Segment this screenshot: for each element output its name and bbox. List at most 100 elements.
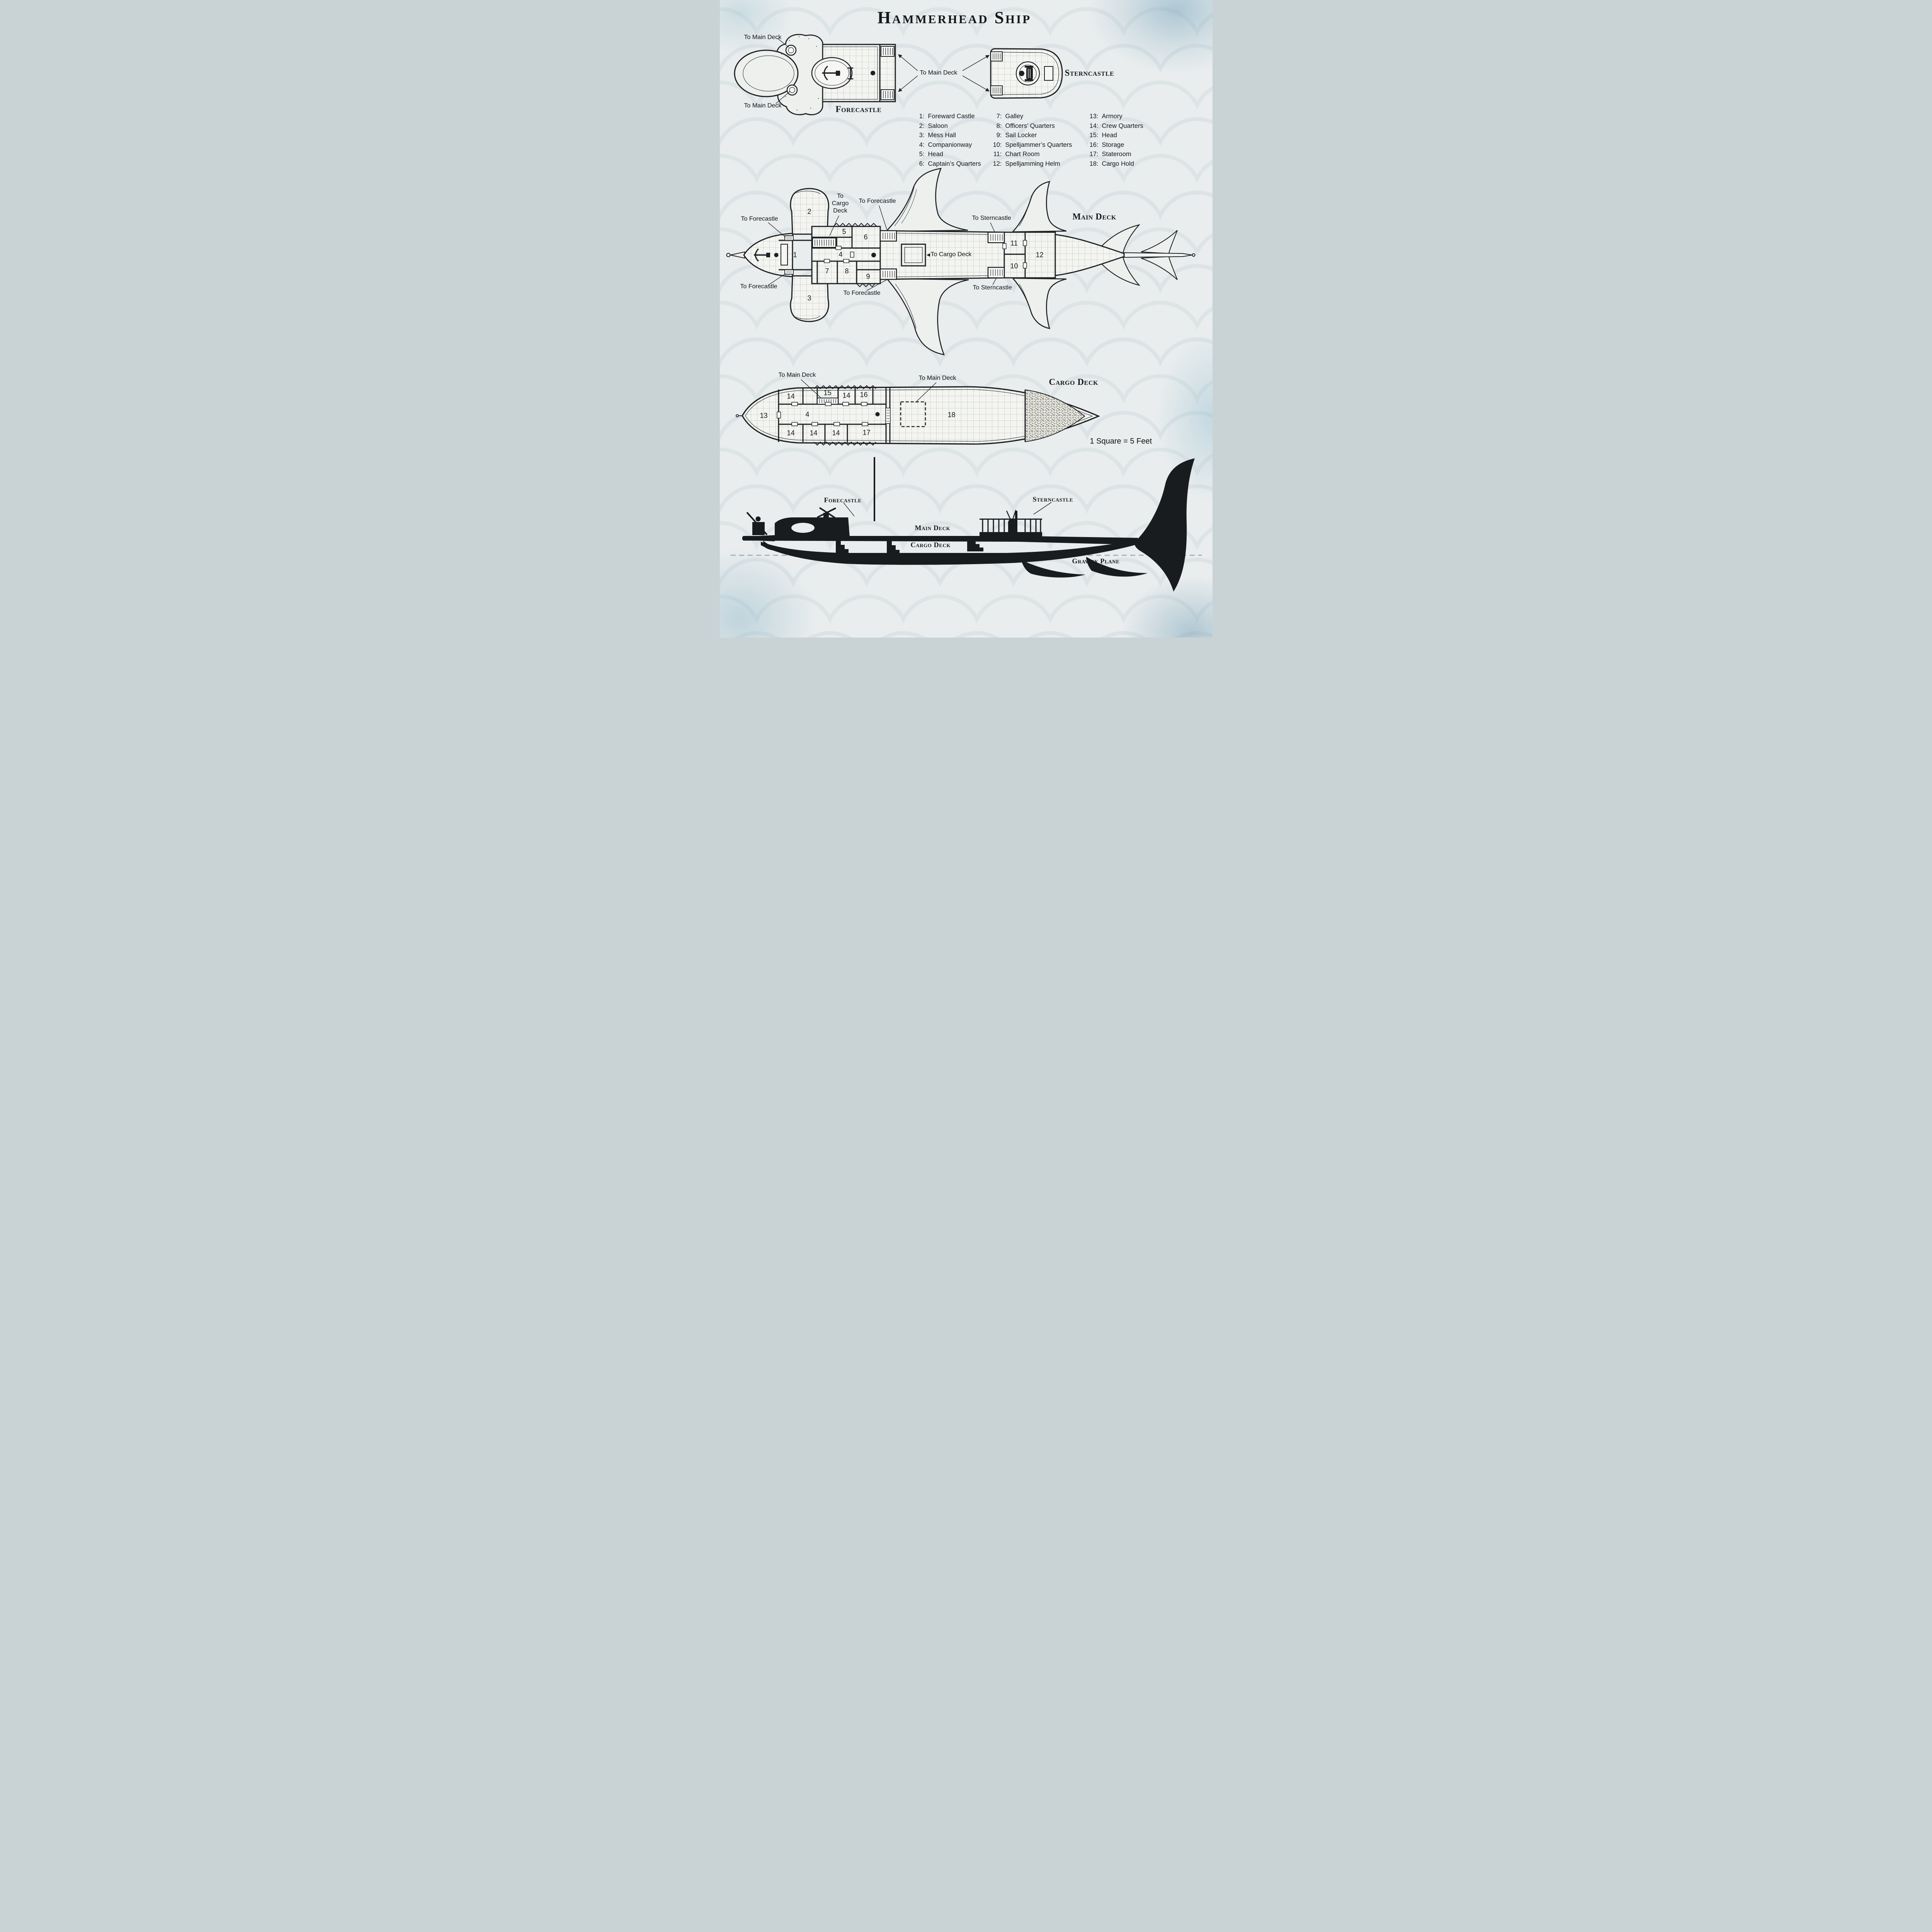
sterncastle-topview xyxy=(990,48,1063,99)
legend-item-label: Stateroom xyxy=(1102,151,1131,158)
link-label-to-main-deck: To Main Deck xyxy=(744,34,782,41)
room-number: 6 xyxy=(864,233,868,241)
forecastle-topview xyxy=(734,34,896,116)
door-markers xyxy=(823,240,1027,269)
main-deck-walls xyxy=(778,226,1026,284)
profile-label-forecastle: Forecastle xyxy=(824,496,862,504)
ship-side-profile xyxy=(742,457,1195,592)
legend-item-label: Sail Locker xyxy=(1005,132,1037,139)
legend-item-number: 11: xyxy=(993,151,1002,158)
hammerhead-hull-blob xyxy=(734,34,823,116)
legend-item-label: Captain’s Quarters xyxy=(928,160,981,167)
legend-item-label: Head xyxy=(928,151,943,158)
room-number: 14 xyxy=(810,429,818,437)
map-scale-note: 1 Square = 5 Feet xyxy=(1090,437,1152,446)
legend-item-number: 9: xyxy=(996,132,1002,139)
legend-item-label: Spelljammer’s Quarters xyxy=(1005,141,1072,148)
link-label-to-cargo-deck: To Cargo Deck xyxy=(832,193,849,214)
ladder-hatch-icon xyxy=(784,230,1005,280)
deck-hatch-icon xyxy=(785,44,798,96)
legend-item-label: Storage xyxy=(1102,141,1124,148)
legend-item-label: Armory xyxy=(1102,113,1122,120)
legend-item-number: 16: xyxy=(1089,141,1099,148)
profile-label-cargo-deck: Cargo Deck xyxy=(910,541,951,549)
profile-label-sterncastle: Sterncastle xyxy=(1032,495,1073,503)
legend-item-label: Officers’ Quarters xyxy=(1005,122,1055,129)
legend-item-label: Cargo Hold xyxy=(1102,160,1134,167)
legend-column-2: 7:Galley 8:Officers’ Quarters 9:Sail Loc… xyxy=(990,113,1087,168)
link-label-to-forecastle: To Forecastle xyxy=(843,290,881,296)
link-label-to-forecastle: To Forecastle xyxy=(859,198,896,204)
deck-structure xyxy=(780,244,788,265)
legend-item: 5:Head xyxy=(913,151,990,158)
legend-item-label: Chart Room xyxy=(1005,151,1040,158)
legend-item: 11:Chart Room xyxy=(990,151,1087,158)
cargo-deck-plan xyxy=(735,379,1100,446)
link-label-to-cargo-deck: To Cargo Deck xyxy=(930,251,972,258)
label-pointer-line xyxy=(1033,502,1051,515)
capstan-dot xyxy=(871,253,876,257)
deck-label-sterncastle: Sterncastle xyxy=(1065,68,1114,78)
capstan-dot xyxy=(774,253,778,257)
cargo-hull-band xyxy=(760,539,1144,565)
tail-silhouette xyxy=(1134,458,1195,592)
legend-item-number: 12: xyxy=(993,160,1002,167)
dashed-hatch-outline xyxy=(900,401,926,427)
room-number: 3 xyxy=(807,294,811,302)
helm-chair-icon xyxy=(1019,66,1033,81)
room-number: 10 xyxy=(1010,262,1018,270)
legend-item-number: 13: xyxy=(1089,113,1099,120)
legend-item-number: 14: xyxy=(1089,122,1099,129)
legend-item: 8:Officers’ Quarters xyxy=(990,122,1087,130)
dorsal-fins xyxy=(884,168,1066,233)
legend-item: 14:Crew Quarters xyxy=(1087,122,1143,130)
mast xyxy=(873,457,875,521)
room-number: 9 xyxy=(866,272,870,281)
link-label-to-forecastle: To Forecastle xyxy=(740,283,777,290)
room-number: 14 xyxy=(832,429,840,437)
legend-item-number: 4: xyxy=(919,141,925,148)
legend-item-label: Mess Hall xyxy=(928,132,956,139)
legend-item-label: Crew Quarters xyxy=(1102,122,1143,129)
link-label-to-sterncastle: To Sterncastle xyxy=(972,215,1011,221)
room-number: 4 xyxy=(838,250,843,259)
legend-column-1: 1:Foreward Castle 2:Saloon 3:Mess Hall 4… xyxy=(913,113,990,168)
legend-item-number: 5: xyxy=(919,151,925,158)
tail-fins xyxy=(1099,224,1195,286)
room-number: 14 xyxy=(842,391,850,400)
legend-item-label: Head xyxy=(1102,132,1117,139)
legend-item-number: 6: xyxy=(919,160,925,167)
legend-item-label: Companionway xyxy=(928,141,972,148)
legend-item-number: 8: xyxy=(996,122,1002,129)
deck-link-arrows xyxy=(898,54,990,92)
legend-column-3: 13:Armory 14:Crew Quarters 15:Head 16:St… xyxy=(1087,113,1143,168)
legend-item: 15:Head xyxy=(1087,132,1143,139)
legend-item: 1:Foreward Castle xyxy=(913,113,990,120)
rower-figure xyxy=(746,512,767,536)
room-number: 7 xyxy=(825,267,829,275)
legend-item-number: 3: xyxy=(919,132,925,139)
profile-label-main-deck: Main Deck xyxy=(915,524,951,532)
profile-label-gravity-plane: Gravity Plane xyxy=(1072,557,1120,565)
capstan-dot xyxy=(870,71,875,75)
deck-label-forecastle: Forecastle xyxy=(835,104,882,114)
deck-label-cargo-deck: Cargo Deck xyxy=(1049,377,1099,387)
room-number: 2 xyxy=(807,207,811,216)
legend-item-number: 10: xyxy=(993,141,1002,148)
legend-item: 7:Galley xyxy=(990,113,1087,120)
ventral-fins xyxy=(885,277,1066,355)
ballista-silhouette xyxy=(816,507,836,519)
page: Hammerhead Ship To Main Deck To Main Dec… xyxy=(719,0,1213,638)
legend-item-number: 1: xyxy=(919,113,925,120)
room-number: 13 xyxy=(760,412,768,420)
ladder-hatch-icon xyxy=(880,46,895,100)
ballista-icon xyxy=(753,248,770,262)
room-number: 17 xyxy=(862,429,871,437)
ballast-hatchwork xyxy=(1024,389,1085,442)
legend-item: 17:Stateroom xyxy=(1087,151,1143,158)
legend-item: 4:Companionway xyxy=(913,141,990,149)
link-label-to-main-deck: To Main Deck xyxy=(920,70,957,76)
legend-item-label: Galley xyxy=(1005,113,1024,120)
legend-item: 3:Mess Hall xyxy=(913,132,990,139)
legend-item-number: 2: xyxy=(919,122,925,129)
